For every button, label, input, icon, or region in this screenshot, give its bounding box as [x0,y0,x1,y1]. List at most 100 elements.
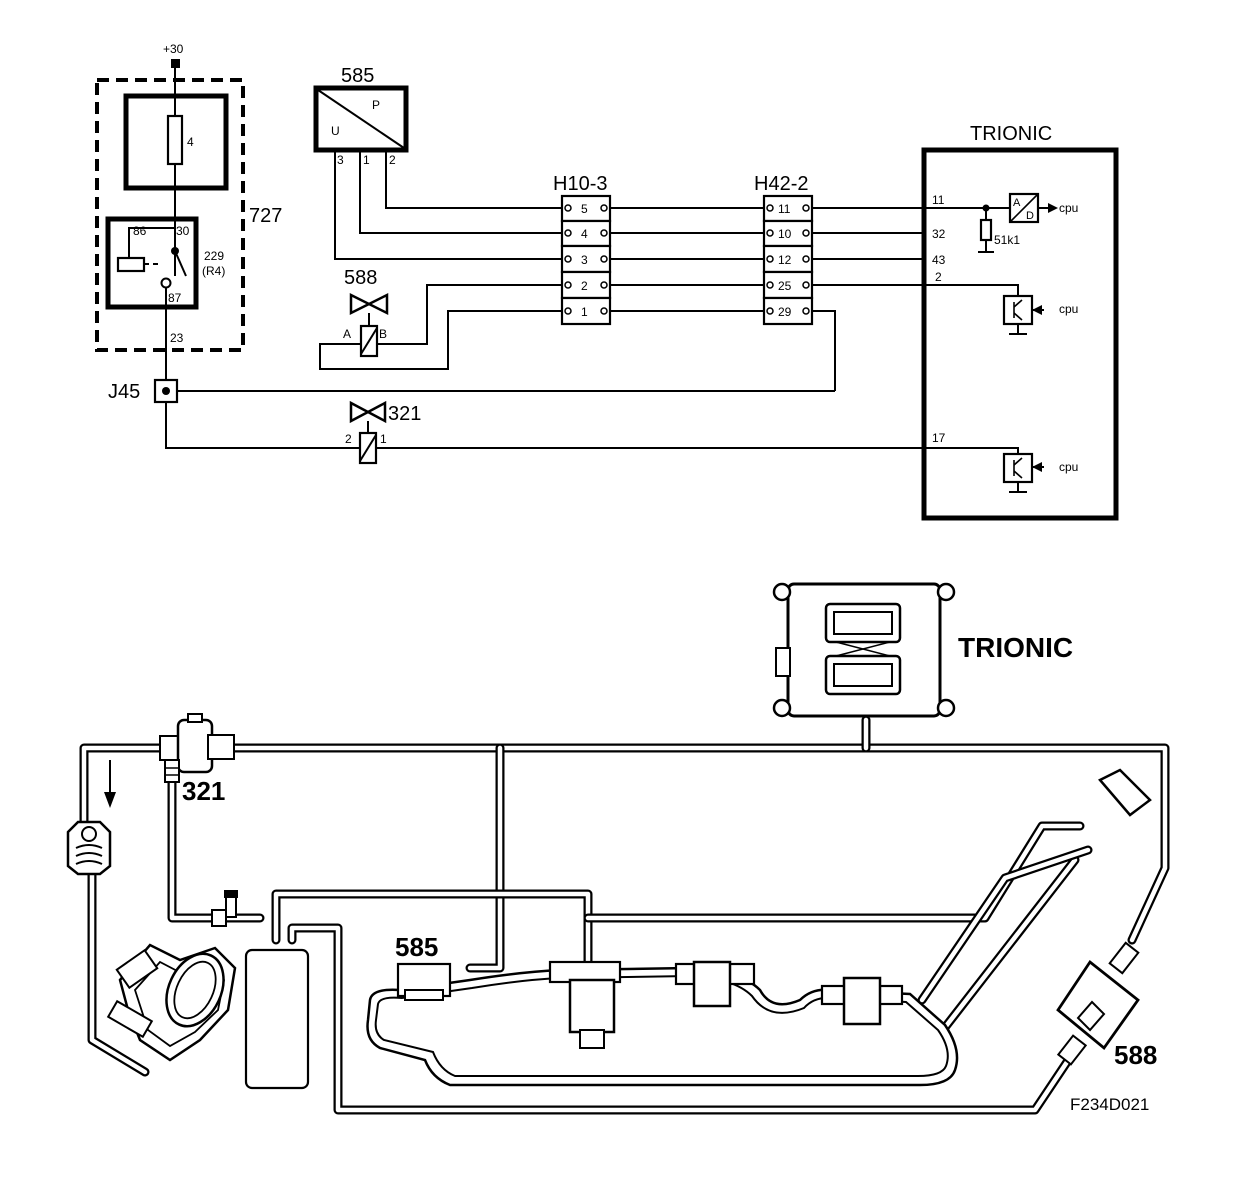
wire-h42-25-trionic-2 [812,284,1019,296]
wire-588-b [377,284,565,345]
adc-diagonal [1009,193,1039,223]
sensor-585-letter-u: U [331,124,340,138]
intake-manifold-inner [374,974,949,1077]
valve-321-pin-2: 2 [345,432,352,446]
connector-h42-2-label: H42-2 [754,173,808,195]
resistor-label: 51k1 [994,233,1020,247]
wire-23-label: 23 [170,331,184,345]
connector-h10-3-label: H10-3 [553,173,607,195]
valve-321-pin-1: 1 [380,432,387,446]
h42-pin-29: 29 [778,305,792,319]
hose-network [79,715,1170,1115]
layout-trionic-label: TRIONIC [958,632,1073,663]
flow-arrow-icon [104,792,116,808]
sensor-585-pin-1: 1 [363,153,370,167]
relay-pin-30: 30 [176,224,190,238]
transistor-2-emitter [1013,470,1023,479]
fuse-icon [166,114,184,166]
adc-letter-a: A [1013,197,1021,209]
transistor-2-collector [1013,457,1023,466]
wire-585-1-to-h10-4 [359,150,565,234]
h10-pin-1: 1 [581,305,588,319]
sensor-585-base [404,989,444,1001]
trionic-pin-43: 43 [932,253,946,267]
supply-label: +30 [163,42,184,56]
sensor-585-pin-2: 2 [389,153,396,167]
valve-588-physical [1056,768,1152,1066]
h42-pin-11: 11 [778,202,791,216]
fuse-label: 4 [187,135,194,149]
adc-letter-d: D [1026,210,1034,222]
trionic-pin-32: 32 [932,227,946,241]
j45-to-321-wire [165,402,359,449]
wire-585-3-to-h10-3 [334,150,565,260]
check-valve-icon [66,820,112,876]
resistor-icon [979,218,993,242]
sensor-585-pin-3: 3 [337,153,344,167]
layout-label-321: 321 [182,776,225,806]
trionic-17-internal-wire [924,447,1019,454]
solenoid-321-slash [359,434,377,462]
valve-588-pin-a: A [343,327,351,341]
h10-pin-4: 4 [581,227,588,241]
charcoal-canister [244,948,310,1090]
transistor-driver-2-icon [1002,452,1034,484]
valve-321-icon [349,400,387,424]
wire-588-a [319,310,565,370]
valve-588-label: 588 [344,267,377,289]
adc-arrow-icon [1048,203,1058,213]
layout-label-588: 588 [1114,1040,1157,1070]
transistor-1-cpu-label: cpu [1059,302,1078,316]
valve-321-physical [159,713,235,783]
h42-pin-12: 12 [778,253,792,267]
trionic-pin-11: 11 [932,193,945,207]
relay-switch-arm [174,250,187,277]
trionic-pin-2: 2 [935,270,942,284]
figure-code: F234D021 [1070,1095,1149,1114]
relay-pin-86: 86 [133,224,147,238]
relay-id-label: 229 [204,249,224,263]
trionic-ecu-box [921,147,1119,521]
wire-585-2-to-h10-5 [385,150,565,209]
connector-h10-3 [560,194,612,326]
valve-588-pin-b: B [379,327,387,341]
box-727-label: 727 [249,205,282,227]
transistor-2-cpu-label: cpu [1059,460,1078,474]
ecu-icon [772,582,956,718]
transistor-1-emitter [1013,312,1023,321]
relay-sub-label: (R4) [202,264,225,278]
transistor-1-arrow-icon [1032,305,1042,315]
fuse-holder [123,93,229,191]
manifold-fittings [548,960,904,1049]
layout-label-585: 585 [395,932,438,962]
relay-229 [105,216,199,310]
relay-pin-87: 87 [168,291,182,305]
valve-588-icon [349,292,389,316]
valve-321-label: 321 [388,403,421,425]
sensor-585-diagonal [317,89,405,149]
relay-coil-icon [116,256,146,273]
adc-cpu-label: cpu [1059,201,1078,215]
throttle-body [106,943,237,1062]
sensor-585-letter-p: P [372,98,380,112]
trionic-schematic-title: TRIONIC [970,123,1052,145]
junction-dot [162,387,170,395]
h42-pin-25: 25 [778,279,792,293]
transistor-driver-1-icon [1002,294,1034,326]
h10-pin-3: 3 [581,253,588,267]
supply-terminal [171,59,180,68]
tee-fitting [211,890,238,927]
solenoid-588-slash [360,327,378,355]
relay-coil-wire [128,227,175,258]
transistor-2-arrow-icon [1032,462,1042,472]
relay-contact-87 [160,277,172,289]
trionic-pin-17: 17 [932,431,946,445]
junction-label: J45 [108,381,140,403]
h10-pin-2: 2 [581,279,588,293]
h10-pin-5: 5 [581,202,588,216]
sensor-585-label: 585 [341,65,374,87]
wire-h42-29-to-j45 [812,310,836,391]
connector-h42-2 [762,194,814,326]
h42-pin-10: 10 [778,227,792,241]
